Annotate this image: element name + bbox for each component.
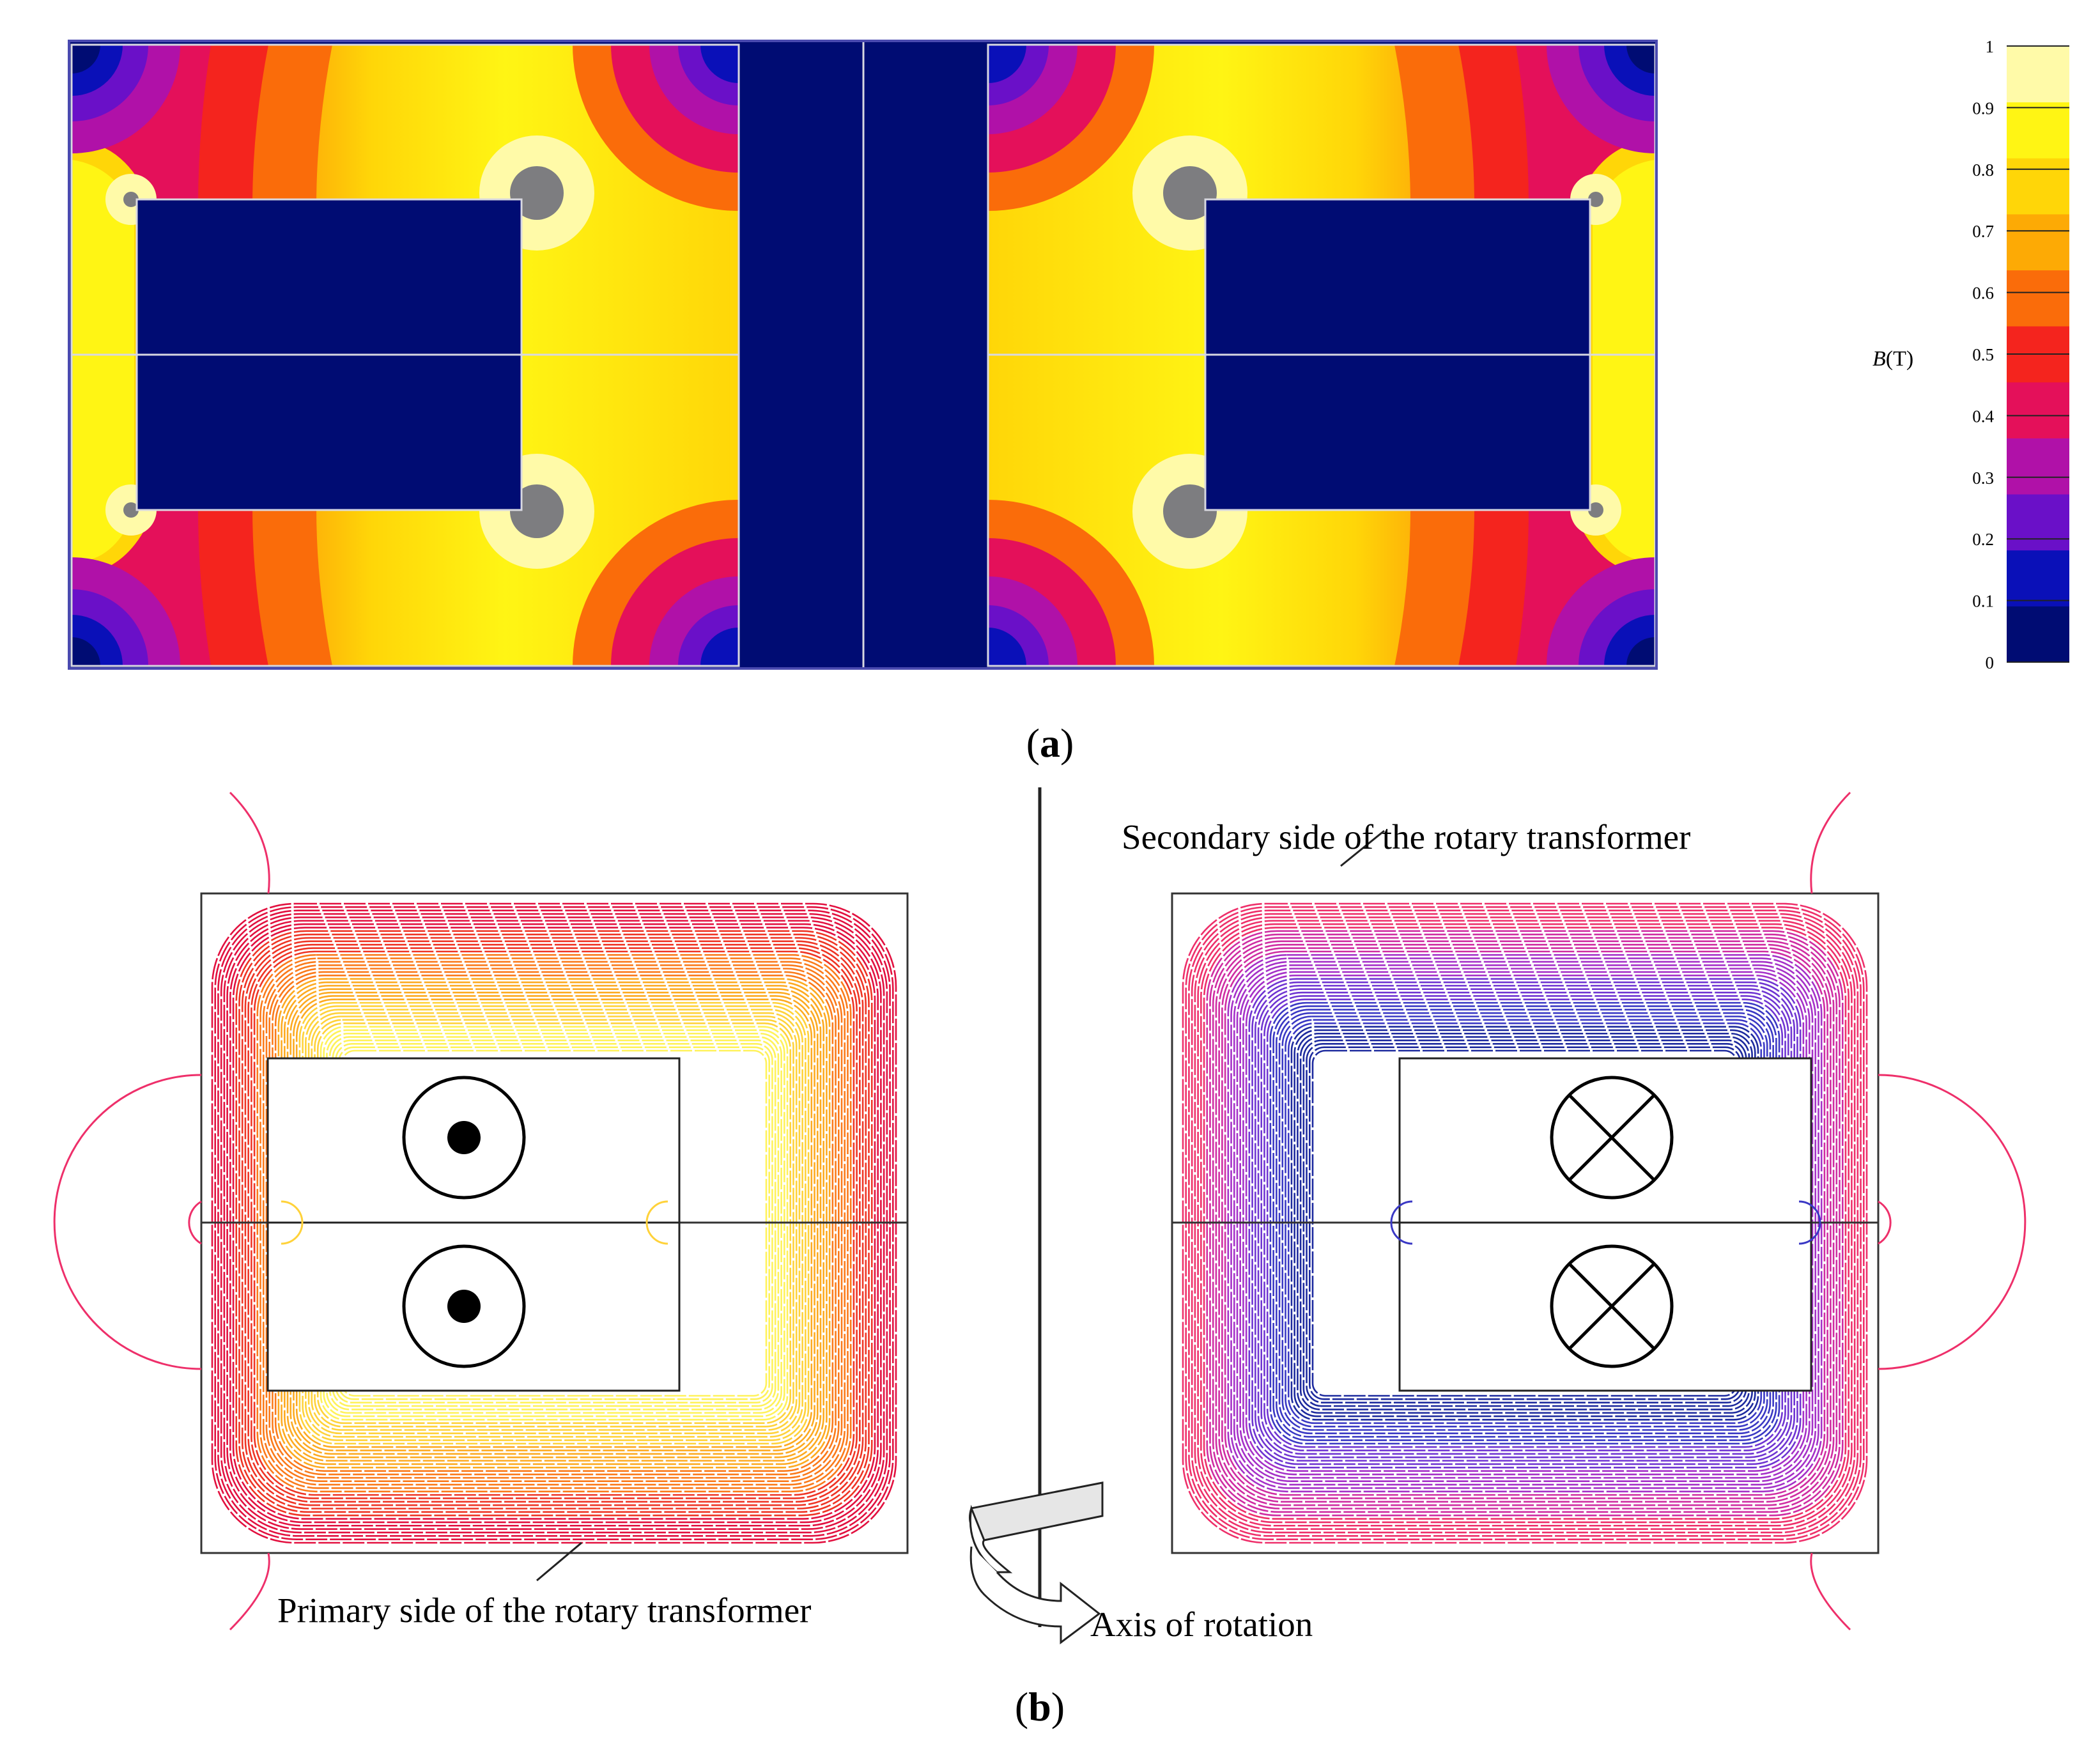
- colorbar-tick-label: 0.5: [1972, 345, 1994, 364]
- field-map-panel-a: [68, 40, 1658, 670]
- small-gap-loops: [281, 1200, 1821, 1245]
- colorbar-tick-label: 0.8: [1972, 160, 1994, 180]
- colorbar-swatch: [2007, 102, 2069, 158]
- panel-a-label: (a): [1026, 720, 1074, 766]
- colorbar-swatch: [2007, 213, 2069, 271]
- flux-lines-panel-b: [53, 787, 2027, 1644]
- colorbar-tick-label: 0.9: [1972, 98, 1994, 118]
- primary-leader-line: [536, 1541, 582, 1582]
- colorbar: 0 0.1 0.2 0.3 0.4 0.5 0.6 0.7 0.8 0.9 1: [1972, 37, 2069, 672]
- colorbar-tick-label: 0.2: [1972, 530, 1994, 549]
- secondary-leader-line: [1340, 830, 1385, 867]
- colorbar-swatch: [2007, 550, 2069, 606]
- current-out-of-page-symbol: [402, 1076, 526, 1368]
- colorbar-tick-label: 0.1: [1972, 592, 1994, 611]
- primary-side-annotation: Primary side of the rotary transformer: [277, 1591, 811, 1630]
- panel-b-label: (b): [1015, 1684, 1065, 1729]
- colorbar-tick-label: 0.6: [1972, 284, 1994, 303]
- colorbar-swatch: [2007, 438, 2069, 495]
- colorbar-swatch: [2007, 158, 2069, 215]
- colorbar-tick-label: 0: [1986, 653, 1995, 672]
- colorbar-swatch: [2007, 46, 2069, 103]
- colorbar-tick-label: 0.3: [1972, 468, 1994, 488]
- colorbar-tick-label: 1: [1986, 37, 1995, 56]
- colorbar-swatch: [2007, 606, 2069, 663]
- colorbar-swatch: [2007, 382, 2069, 438]
- axis-of-rotation-annotation: Axis of rotation: [1090, 1605, 1313, 1644]
- colorbar-title: B(T): [1872, 347, 1913, 371]
- colorbar-tick-label: 0.4: [1972, 406, 1994, 426]
- colorbar-tick-label: 0.7: [1972, 222, 1994, 241]
- secondary-side-annotation: Secondary side of the rotary transformer: [1122, 817, 1690, 856]
- current-into-page-symbol: [1550, 1076, 1674, 1368]
- rotation-axis: [969, 787, 1104, 1644]
- colorbar-swatch: [2007, 270, 2069, 327]
- leakage-field-lines: [53, 791, 2027, 1631]
- colorbar-swatch: [2007, 494, 2069, 551]
